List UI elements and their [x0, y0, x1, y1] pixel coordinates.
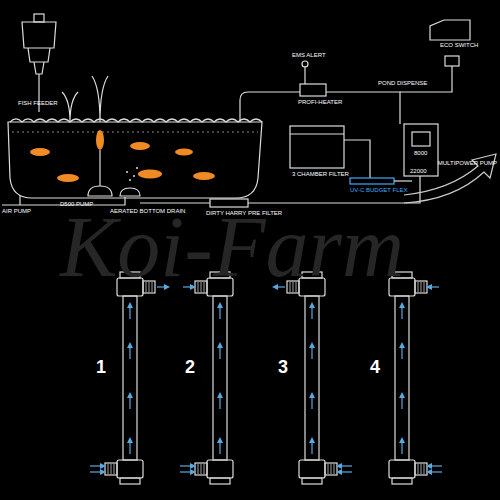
part-label: FISH FEEDER [18, 100, 58, 107]
part-label: PROFI-HEATER [298, 99, 342, 106]
part-label: 22000 [410, 168, 427, 175]
callout-number: 4 [370, 358, 380, 378]
part-label: AIR PUMP [2, 208, 31, 215]
part-label: ECO SWITCH [440, 42, 478, 49]
part-label: EMS ALERT [292, 52, 326, 59]
part-label: 8000 [414, 150, 427, 157]
callout-number: 3 [278, 358, 288, 378]
part-label: POND DISPENSE [378, 80, 427, 87]
callout-number: 1 [96, 358, 106, 378]
part-label: 3 CHAMBER FILTER [292, 171, 349, 178]
part-label: MULTIPOWER PUMP [438, 160, 497, 167]
watermark: Koi-Farm [60, 200, 404, 295]
part-label: UV-C BUDGET FLEX [350, 187, 408, 194]
callout-number: 2 [185, 358, 195, 378]
